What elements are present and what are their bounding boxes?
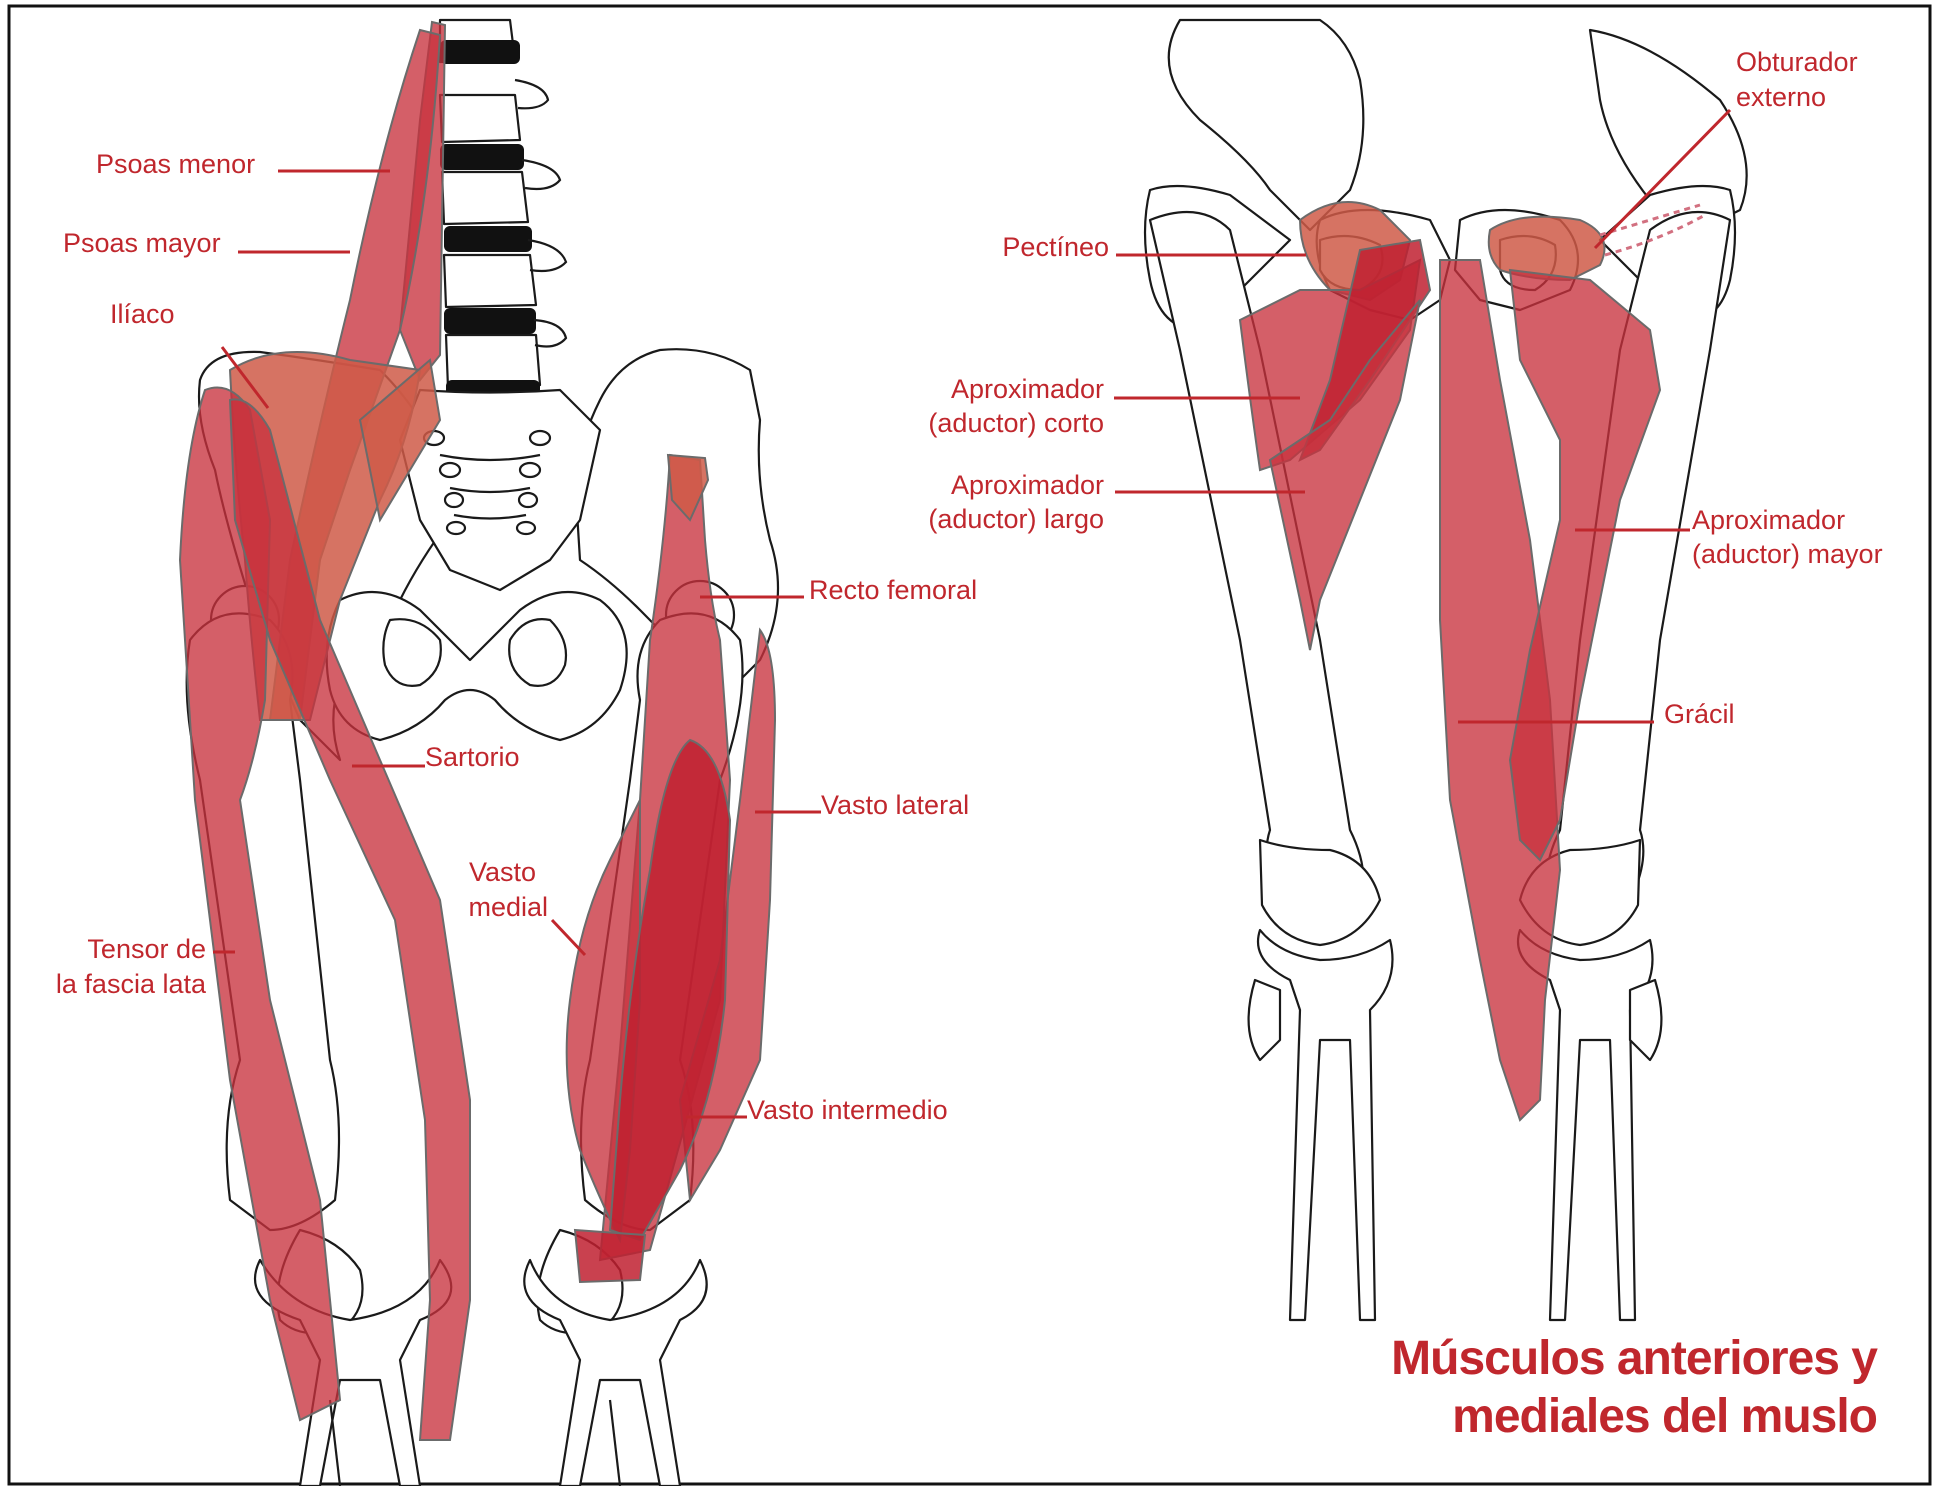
label-recto-femoral: Recto femoral [809, 573, 977, 608]
label-obturador-2: externo [1736, 80, 1826, 115]
diagram-title: Músculos anteriores y mediales del muslo [1391, 1330, 1877, 1446]
label-vasto-medial-2: medial [468, 890, 548, 925]
title-line-2: mediales del muslo [1391, 1388, 1877, 1446]
label-tensor-1: Tensor de [87, 932, 206, 967]
label-obturador-1: Obturador [1736, 45, 1858, 80]
label-aprox-largo-2: (aductor) largo [928, 502, 1104, 537]
title-line-1: Músculos anteriores y [1391, 1330, 1877, 1388]
label-psoas-mayor: Psoas mayor [63, 226, 221, 261]
label-aprox-corto-1: Aproximador [951, 372, 1104, 407]
vasto-intermedio-tendon [575, 1230, 645, 1282]
label-aprox-mayor-2: (aductor) mayor [1692, 537, 1883, 572]
label-pectineo: Pectíneo [1002, 230, 1109, 265]
label-iliaco: Ilíaco [110, 297, 175, 332]
label-sartorio: Sartorio [425, 740, 520, 775]
label-psoas-menor: Psoas menor [96, 147, 255, 182]
label-aprox-corto-2: (aductor) corto [928, 406, 1104, 441]
label-aprox-mayor-1: Aproximador [1692, 503, 1845, 538]
label-gracil: Grácil [1664, 697, 1735, 732]
label-tensor-2: la fascia lata [56, 967, 206, 1002]
obturador-externo-muscle [1489, 217, 1605, 280]
label-vasto-lateral: Vasto lateral [821, 788, 969, 823]
label-aprox-largo-1: Aproximador [951, 468, 1104, 503]
label-vasto-medial-1: Vasto [469, 855, 536, 890]
label-vasto-intermedio: Vasto intermedio [747, 1093, 948, 1128]
